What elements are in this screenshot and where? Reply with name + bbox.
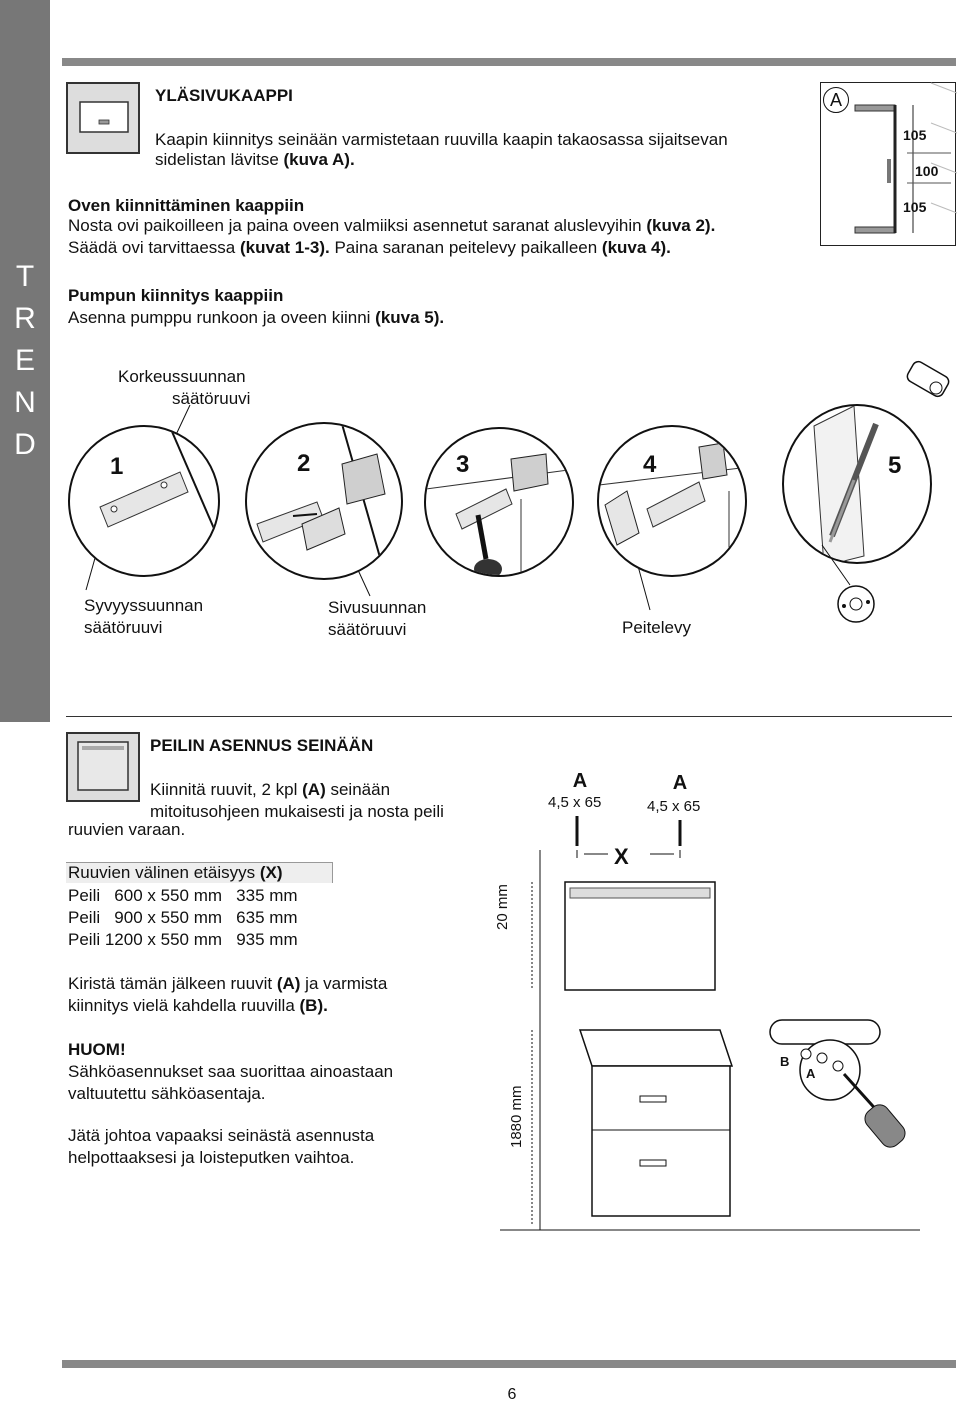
top-rule — [62, 58, 956, 66]
text-line: Säädä ovi tarvittaessa (kuvat 1-3). Pain… — [68, 238, 671, 258]
text-line: Kiristä tämän jälkeen ruuvit (A) ja varm… — [68, 974, 387, 994]
text-span-bold: (A) — [276, 974, 301, 993]
side-letter: N — [14, 386, 36, 419]
text-span-bold: (A) — [302, 780, 326, 799]
dimension-label: 105 — [903, 199, 927, 215]
mirror-thumbnail — [66, 732, 140, 802]
wall-cabinet-thumbnail — [66, 82, 140, 154]
label-depth-screw: säätöruuvi — [84, 618, 163, 637]
hinge-figure-3: 3 — [424, 427, 574, 577]
figure-number: 3 — [456, 451, 470, 478]
text-span: Paina saranan peitelevy paikalleen — [329, 238, 602, 257]
leader-lines — [85, 404, 651, 611]
text-line: ruuvien varaan. — [68, 820, 186, 839]
bottom-rule — [62, 1360, 956, 1368]
text-span: sidelistan lävitse — [155, 150, 284, 169]
detail-label-a: A — [806, 1066, 816, 1081]
detail-label-b: B — [780, 1054, 790, 1069]
section-divider — [66, 716, 952, 717]
figure-a-wall-bracket: A 105 100 105 — [820, 82, 958, 246]
label-side-screw: Sivusuunnan — [328, 598, 427, 617]
text-span-bold: (B). — [299, 996, 328, 1015]
pump-bracket-bottom-icon — [837, 585, 875, 623]
hinge-figure-2: 2 — [245, 422, 403, 580]
text-line: kiinnitys vielä kahdella ruuvilla (B). — [68, 996, 328, 1016]
subheading-door: Oven kiinnittäminen kaappiin — [68, 196, 305, 215]
text-line: Nosta ovi paikoilleen ja paina oveen val… — [68, 216, 715, 236]
screw-a-label: A — [572, 770, 588, 792]
text-span-bold: (kuva 5). — [375, 308, 445, 327]
text-span: Kiinnitä ruuvit, 2 kpl — [150, 780, 303, 799]
section-title-mirror: PEILIN ASENNUS SEINÄÄN — [150, 736, 374, 755]
screw-a-label: A — [672, 772, 688, 794]
side-letter: T — [15, 260, 35, 293]
text-line: Asenna pumppu runkoon ja oveen kiinni (k… — [68, 308, 444, 328]
dimension-label: 100 — [915, 163, 939, 179]
text-line: Sähköasennukset saa suorittaa ainoastaan — [68, 1062, 394, 1081]
side-letter: R — [14, 302, 36, 335]
side-letter: E — [14, 344, 35, 377]
text-line: mitoitusohjeen mukaisesti ja nosta peili — [150, 802, 444, 821]
text-span-bold: (kuvat 1-3). — [239, 238, 330, 257]
mirror-installation-drawing — [500, 816, 920, 1231]
side-letter: D — [14, 428, 36, 461]
subheading-pump: Pumpun kiinnitys kaappiin — [68, 286, 284, 305]
distance-row: Peili 600 x 550 mm 335 mm — [68, 886, 298, 905]
text-line: Kaapin kiinnitys seinään varmistetaan ru… — [155, 130, 728, 149]
text-span-bold: (kuva A). — [283, 150, 355, 169]
text-span-bold: (kuva 2). — [646, 216, 716, 235]
screw-detail-figure: B A — [760, 1010, 950, 1160]
text-span: Asenna pumppu runkoon ja oveen kiinni — [68, 308, 376, 327]
distance-row: Peili 900 x 550 mm 635 mm — [68, 908, 298, 927]
label-height-screw: Korkeussuunnan — [118, 367, 246, 386]
dimension-20mm: 20 mm — [494, 884, 511, 930]
page-number: 6 — [507, 1386, 517, 1403]
pump-leader-line — [821, 544, 851, 586]
label-cover-plate: Peitelevy — [622, 618, 691, 637]
section-title-wall-cabinet: YLÄSIVUKAAPPI — [155, 86, 293, 105]
pump-figure-5: 5 — [782, 404, 932, 564]
text-span: Ruuvien välinen etäisyys — [68, 863, 260, 882]
distance-row: Peili 1200 x 550 mm 935 mm — [68, 930, 298, 949]
text-span-bold: (kuva 4). — [601, 238, 671, 257]
label-side-screw: säätöruuvi — [328, 620, 407, 639]
text-line: Kiinnitä ruuvit, 2 kpl (A) seinään — [150, 780, 390, 800]
pump-bracket-top-icon — [906, 360, 950, 398]
text-span: Säädä ovi tarvittaessa — [68, 238, 240, 257]
figure-number: 2 — [297, 450, 311, 477]
dimension-label: 105 — [903, 127, 927, 143]
text-line: Jätä johtoa vapaaksi seinästä asennusta — [68, 1126, 375, 1145]
screw-spec: 4,5 x 65 — [647, 798, 701, 815]
figure-number: 5 — [888, 452, 902, 479]
label-depth-screw: Syvyyssuunnan — [84, 596, 204, 615]
figure-a-label: A — [823, 87, 849, 113]
hinge-figure-1: 1 — [68, 425, 220, 577]
text-line: valtuutettu sähköasentaja. — [68, 1084, 266, 1103]
text-span: Nosta ovi paikoilleen ja paina oveen val… — [68, 216, 647, 235]
x-distance-label: X — [614, 844, 629, 869]
text-span: Kiristä tämän jälkeen ruuvit — [68, 974, 277, 993]
side-tab: T R E N D — [0, 0, 50, 722]
figure-number: 1 — [110, 453, 124, 480]
text-span: kiinnitys vielä kahdella ruuvilla — [68, 996, 300, 1015]
text-span: seinään — [325, 780, 391, 799]
distance-table-header: Ruuvien välinen etäisyys (X) — [66, 862, 333, 883]
dimension-1880mm: 1880 mm — [508, 1085, 525, 1148]
text-line: sidelistan lävitse (kuva A). — [155, 150, 355, 170]
text-line: helpottaaksesi ja loisteputken vaihtoa. — [68, 1148, 355, 1167]
text-span-bold: (X) — [259, 863, 283, 882]
text-span: ja varmista — [300, 974, 388, 993]
screw-spec: 4,5 x 65 — [548, 794, 602, 811]
warning-title: HUOM! — [68, 1040, 126, 1059]
label-height-screw: säätöruuvi — [172, 389, 251, 408]
figure-number: 4 — [643, 451, 657, 478]
hinge-figure-4: 4 — [597, 425, 747, 577]
